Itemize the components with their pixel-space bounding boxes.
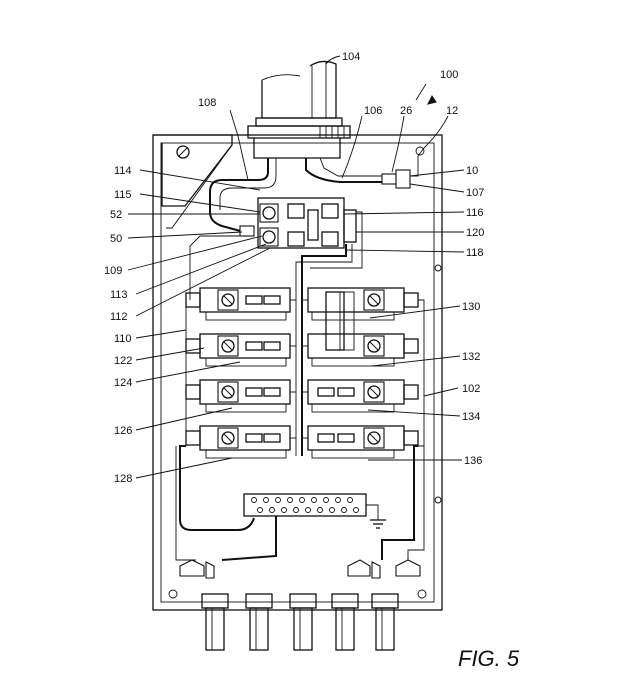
left-module-stack <box>176 288 296 560</box>
upper-terminal-block <box>240 198 356 248</box>
label-107: 107 <box>466 187 484 199</box>
label-128: 128 <box>114 473 132 485</box>
label-116: 116 <box>466 207 484 219</box>
label-120: 120 <box>466 227 484 239</box>
label-134: 134 <box>462 411 480 423</box>
label-122: 122 <box>114 355 132 367</box>
label-10: 10 <box>466 165 478 177</box>
label-126: 126 <box>114 425 132 437</box>
label-106: 106 <box>364 105 382 117</box>
label-104: 104 <box>342 51 360 63</box>
housing-enclosure <box>153 135 442 610</box>
figure-caption: FIG. 5 <box>458 646 520 671</box>
label-112: 112 <box>110 311 128 323</box>
cable-gland <box>248 61 350 158</box>
label-115: 115 <box>114 189 132 201</box>
label-132: 132 <box>462 351 480 363</box>
label-26: 26 <box>400 105 412 117</box>
label-130: 130 <box>462 301 480 313</box>
label-124: 124 <box>114 377 132 389</box>
label-136: 136 <box>464 455 482 467</box>
label-114: 114 <box>114 165 132 177</box>
wire-connectors <box>180 560 420 578</box>
label-110: 110 <box>114 333 132 345</box>
label-52: 52 <box>110 209 122 221</box>
label-100: 100 <box>440 69 458 81</box>
label-118: 118 <box>466 247 484 259</box>
right-module-stack <box>302 288 424 566</box>
label-102: 102 <box>462 383 480 395</box>
label-113: 113 <box>110 289 128 301</box>
label-109: 109 <box>104 265 122 277</box>
label-12: 12 <box>446 105 458 117</box>
reference-arrow <box>428 96 436 104</box>
label-108: 108 <box>198 97 216 109</box>
label-50: 50 <box>110 233 122 245</box>
